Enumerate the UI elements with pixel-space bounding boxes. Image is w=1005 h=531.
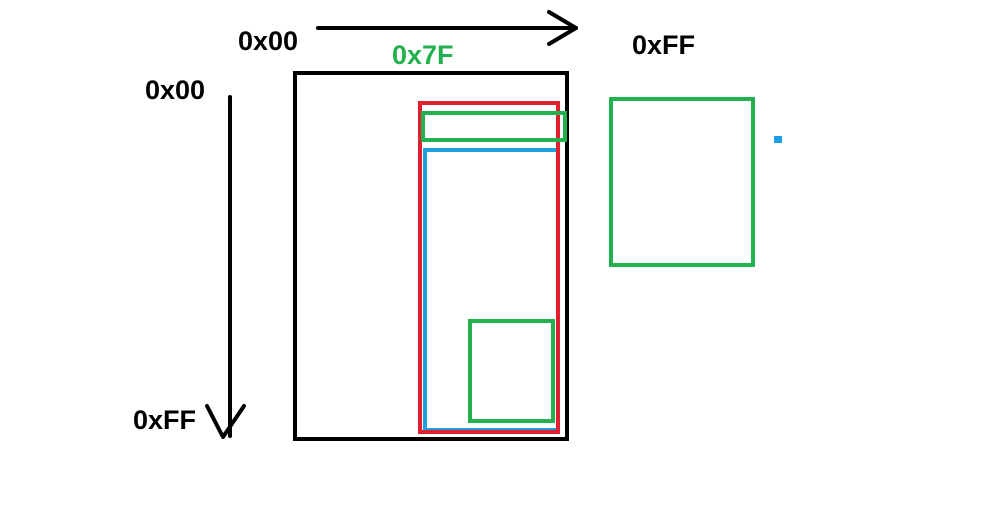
y-axis-start-label: 0x00: [145, 75, 205, 105]
green-inner-square: [468, 319, 555, 423]
x-axis-end-label: 0xFF: [632, 30, 695, 60]
x-axis-start-label: 0x00: [238, 26, 298, 56]
blue-dot: [774, 136, 782, 143]
y-axis-arrow: [205, 95, 246, 439]
red-rectangle: [418, 101, 560, 434]
x-axis-arrow: [316, 10, 578, 46]
x-axis-mid-label: 0x7F: [392, 40, 454, 70]
y-axis-end-label: 0xFF: [133, 405, 196, 435]
green-right-rectangle: [609, 97, 755, 267]
y-axis-arrowhead: [205, 404, 246, 439]
outer-black-rectangle: [293, 71, 569, 441]
x-axis-arrowhead: [547, 10, 578, 46]
blue-rectangle: [423, 148, 560, 432]
green-top-strip: [421, 111, 567, 142]
